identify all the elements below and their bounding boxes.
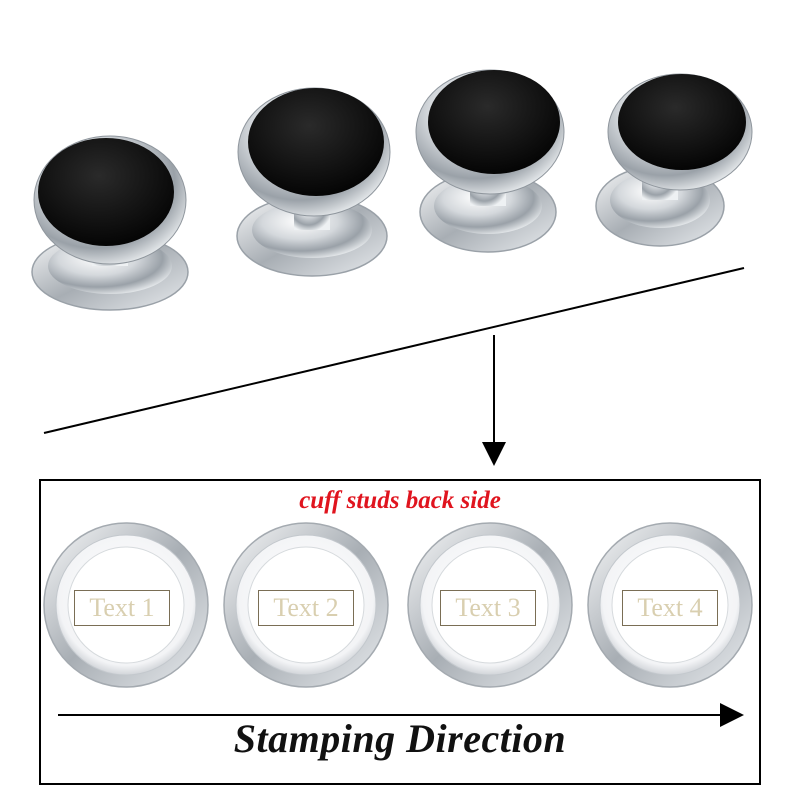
back-stud-3 (407, 522, 573, 688)
stamp-label-4: Text 4 (622, 590, 718, 626)
stamp-label-2: Text 2 (258, 590, 354, 626)
back-stud-2 (223, 522, 389, 688)
front-stud-3 (415, 69, 565, 253)
perspective-line (43, 267, 745, 434)
back-stud-4 (587, 522, 753, 688)
front-stud-2 (236, 87, 391, 277)
stamping-direction-label: Stamping Direction (233, 716, 567, 761)
stamp-label-1: Text 1 (74, 590, 170, 626)
front-stud-4 (595, 73, 753, 247)
front-stud-1 (31, 135, 189, 311)
back-side-panel (39, 479, 761, 785)
stamp-label-3: Text 3 (440, 590, 536, 626)
back-side-caption: cuff studs back side (299, 487, 501, 514)
back-stud-1 (43, 522, 209, 688)
